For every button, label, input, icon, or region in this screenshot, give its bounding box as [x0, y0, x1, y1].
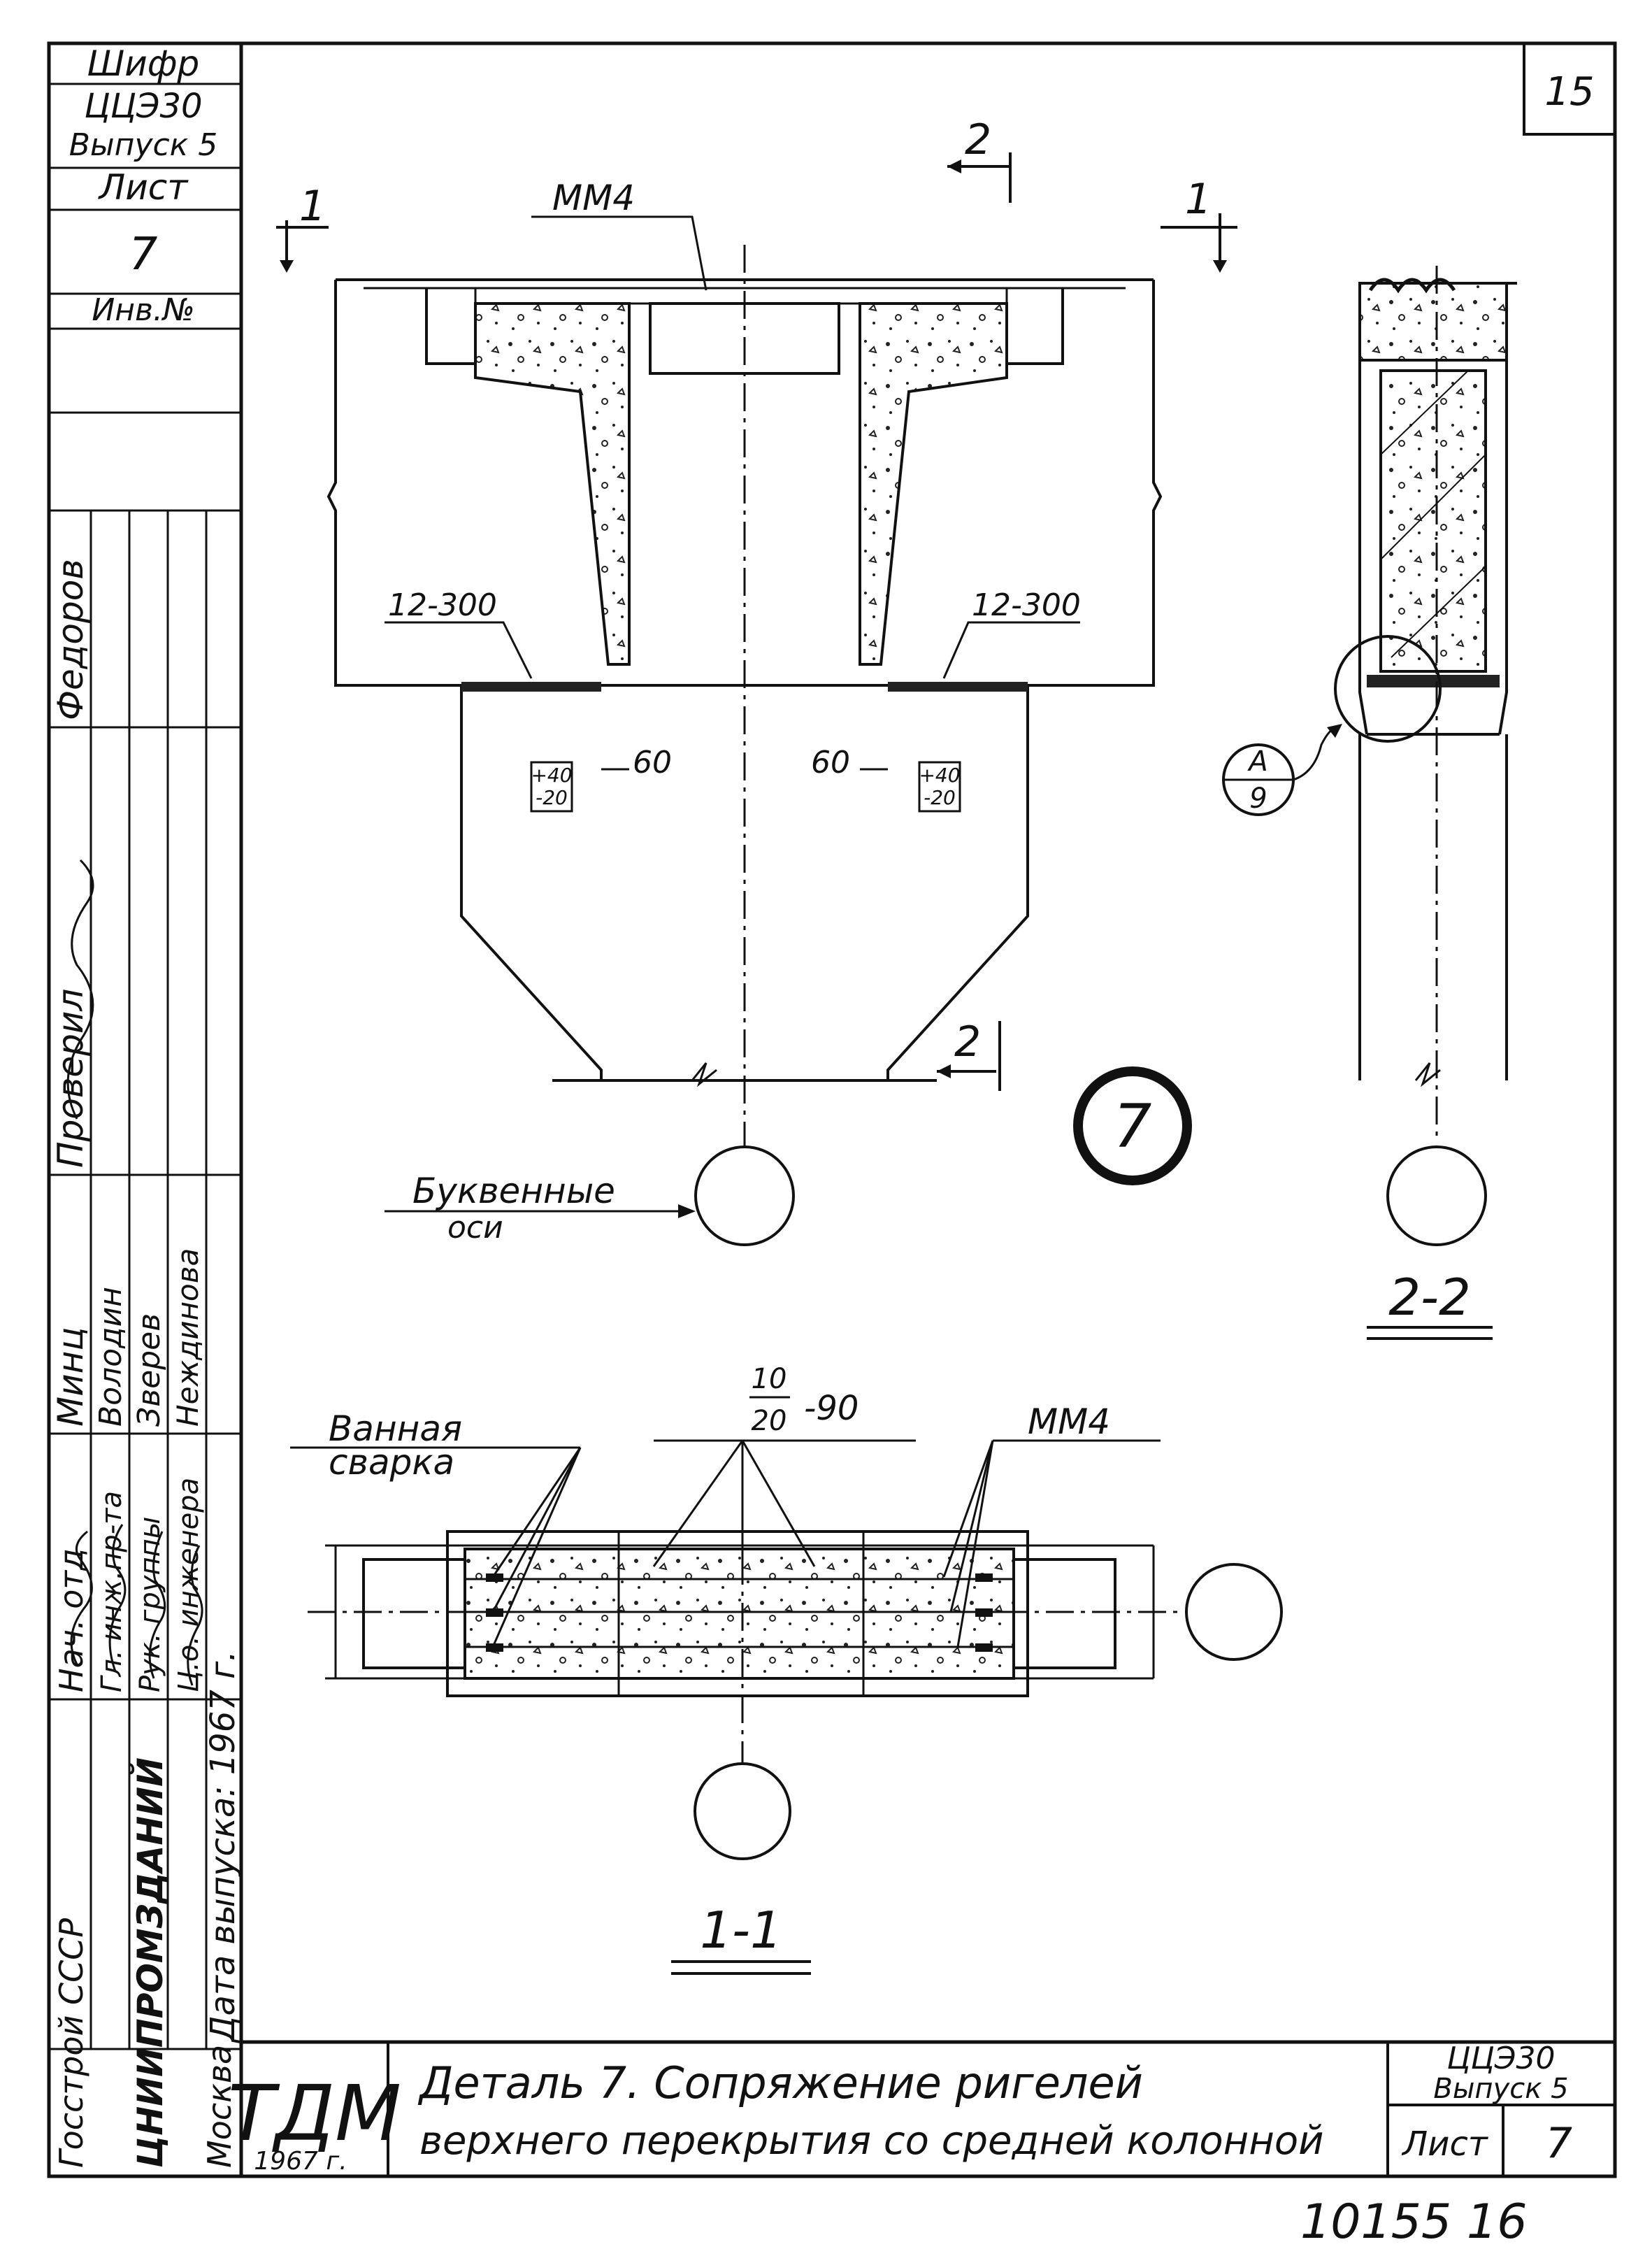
title-sheet-value: 7	[1546, 2119, 1572, 2168]
signature-scribble-3	[148, 1531, 166, 1679]
stamp-sheet-value: 7	[129, 229, 158, 280]
release-date: Дата выпуска: 1967 г.	[203, 1650, 243, 2043]
bar-spacing: -90	[804, 1389, 859, 1428]
bar-fraction-bottom: 20	[752, 1405, 787, 1437]
stamp-issue: Выпуск 5	[69, 127, 217, 163]
signature-surname-4: Неждинова	[171, 1248, 205, 1427]
section-1-mark-left: 1	[299, 182, 326, 231]
archive-number: 10155 16	[1300, 2194, 1527, 2250]
tolerance-minus-left: -20	[536, 786, 568, 809]
tolerance-minus-right: -20	[924, 786, 956, 809]
city: Москва	[201, 2045, 238, 2168]
section-1-mark-right: 1	[1185, 175, 1212, 224]
signature-checked-name: Федоров	[50, 559, 91, 720]
signature-table: Федоров Проверил Нач. отд Гл. инж.пр-та …	[49, 511, 243, 2050]
stamp-column: Шифр ЦЦЭ30 Выпуск 5 Лист 7 Инв.№	[49, 43, 241, 512]
logo: ТДМ	[228, 2069, 401, 2158]
signature-scribble-1	[70, 1530, 93, 1665]
signature-scribble-2	[108, 1524, 127, 1672]
signature-role-1: Нач. отд	[52, 1548, 90, 1692]
stamp-cipher-label: Шифр	[87, 43, 199, 84]
organization-block: Госстрой СССР ЦНИИПРОМЗДАНИЙ Москва	[52, 1757, 238, 2168]
stamp-sheet-label: Лист	[98, 167, 189, 208]
signature-surname-2: Володин	[93, 1287, 129, 1427]
axis-label-line-2: оси	[447, 1210, 503, 1245]
title-block: ТДМ 1967 г. Деталь 7. Сопряжение ригелей…	[228, 2040, 1615, 2176]
bath-weld-line-1: Ванная	[329, 1408, 462, 1449]
tolerance-plus-right: +40	[919, 764, 960, 787]
sheet-frame: 15	[47, 41, 1617, 2178]
title-sheet-label: Лист	[1401, 2125, 1489, 2164]
axis-bubble-plan-right	[1185, 1563, 1283, 1661]
section-2-2-title: 2-2	[1388, 1268, 1471, 1327]
bar-fraction-top: 10	[752, 1363, 787, 1395]
title-line-2: верхнего перекрытия со средней колонной	[419, 2118, 1324, 2164]
main-elevation: +40 -20 +40 -20 60 60 12-300 12-300 ММ4 …	[276, 115, 1237, 1246]
institute: ЦНИИПРОМЗДАНИЙ	[129, 1757, 171, 2168]
stamp-cipher-value: ЦЦЭ30	[84, 87, 202, 126]
weld-label-right: 12-300	[972, 587, 1081, 623]
section-2-mark-top: 2	[965, 115, 991, 164]
section-1-1: Ванная сварка 10 20 -90 ММ4 1-1	[290, 1363, 1283, 1975]
signature-surname-1: Минц	[50, 1327, 91, 1427]
logo-year: 1967 г.	[254, 2147, 347, 2176]
axis-bubble-section-2-2	[1386, 1145, 1487, 1246]
tolerance-plus-left: +40	[531, 764, 572, 787]
detail-number-circle	[1073, 1066, 1192, 1185]
axis-label-line-1: Буквенные	[412, 1171, 615, 1211]
dim-60-left: 60	[633, 745, 672, 780]
ministry: Госстрой СССР	[52, 1918, 90, 2168]
axis-bubble-main	[694, 1145, 795, 1246]
signature-scribble-checked	[66, 859, 94, 1120]
callout-sheet: 9	[1249, 783, 1267, 815]
signature-scribble-4	[187, 1545, 203, 1686]
signature-surname-3: Зверев	[131, 1313, 167, 1427]
right-concrete-pour	[859, 302, 1008, 666]
title-issue: Выпуск 5	[1433, 2073, 1568, 2105]
section-2-2: А 9 2-2	[1222, 266, 1517, 1340]
detail-number: 7	[1114, 1092, 1152, 1162]
signature-checked-label: Проверил	[50, 989, 91, 1168]
bath-weld-line-2: сварка	[329, 1442, 454, 1483]
title-cipher: ЦЦЭ30	[1446, 2041, 1555, 2076]
section-1-1-title: 1-1	[700, 1901, 782, 1959]
section-2-mark-bottom: 2	[954, 1018, 981, 1066]
sheet-number-corner: 15	[1544, 69, 1594, 115]
stamp-inventory-label: Инв.№	[92, 292, 194, 328]
callout-letter: А	[1247, 745, 1267, 778]
title-line-1: Деталь 7. Сопряжение ригелей	[417, 2057, 1143, 2108]
embedded-part-label: ММ4	[552, 178, 635, 218]
axis-bubble-plan-bottom	[694, 1762, 791, 1860]
embedded-part-plan-label: ММ4	[1028, 1401, 1110, 1442]
detail-a-callout-ring	[1334, 635, 1442, 743]
left-concrete-pour	[474, 302, 631, 666]
weld-label-left: 12-300	[388, 587, 497, 623]
dim-60-right: 60	[811, 745, 850, 780]
